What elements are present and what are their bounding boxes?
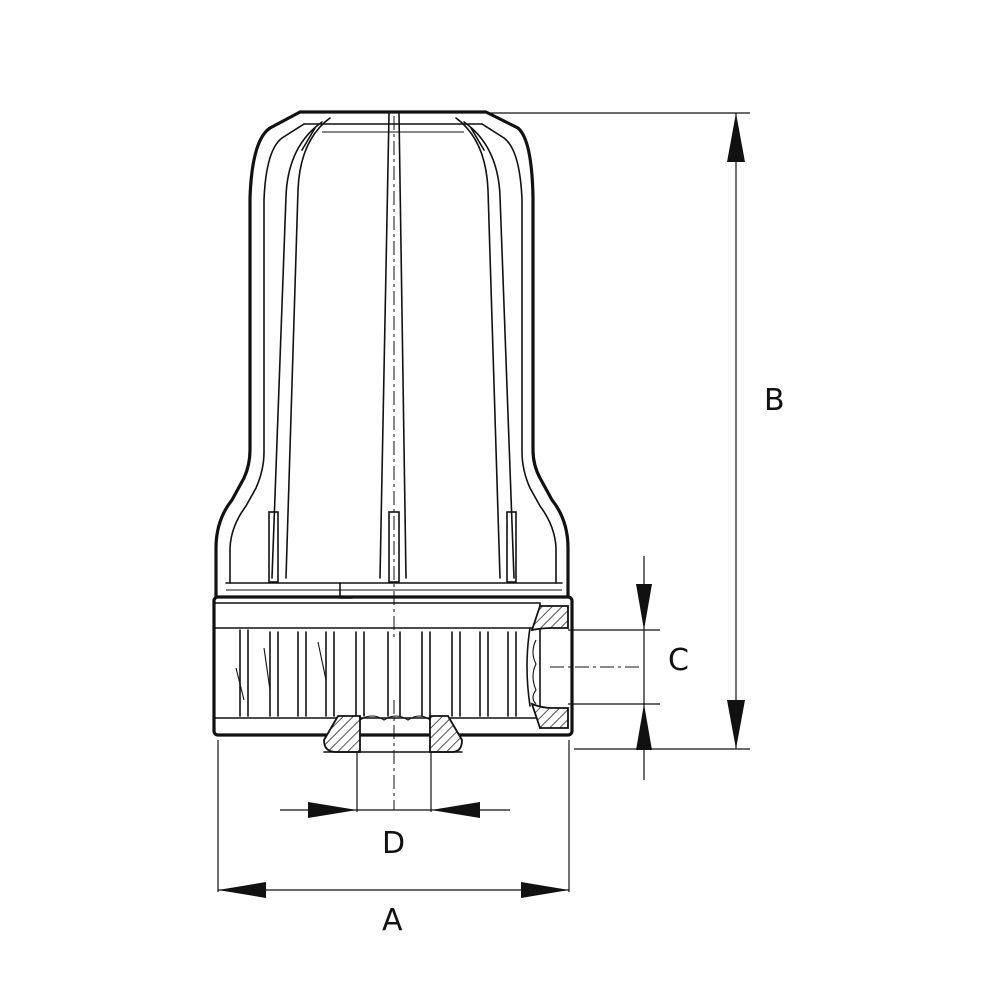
side-port-thread-bottom [530, 702, 569, 729]
dimension-b: B [486, 112, 785, 750]
bottom-port-thread-right [429, 715, 463, 753]
bottom-port-thread-left [323, 715, 361, 753]
dimension-c: C [568, 556, 689, 780]
dimension-a: A [217, 740, 570, 938]
dimension-d: D [280, 752, 510, 861]
flare-slots [268, 511, 517, 583]
label-a: A [382, 903, 403, 938]
label-c: C [668, 643, 689, 678]
label-b: B [764, 383, 785, 418]
filter-dome [214, 110, 570, 640]
filter-base [212, 595, 574, 753]
base-slats [235, 629, 517, 717]
side-port-thread-top [530, 605, 569, 632]
label-d: D [382, 826, 405, 861]
